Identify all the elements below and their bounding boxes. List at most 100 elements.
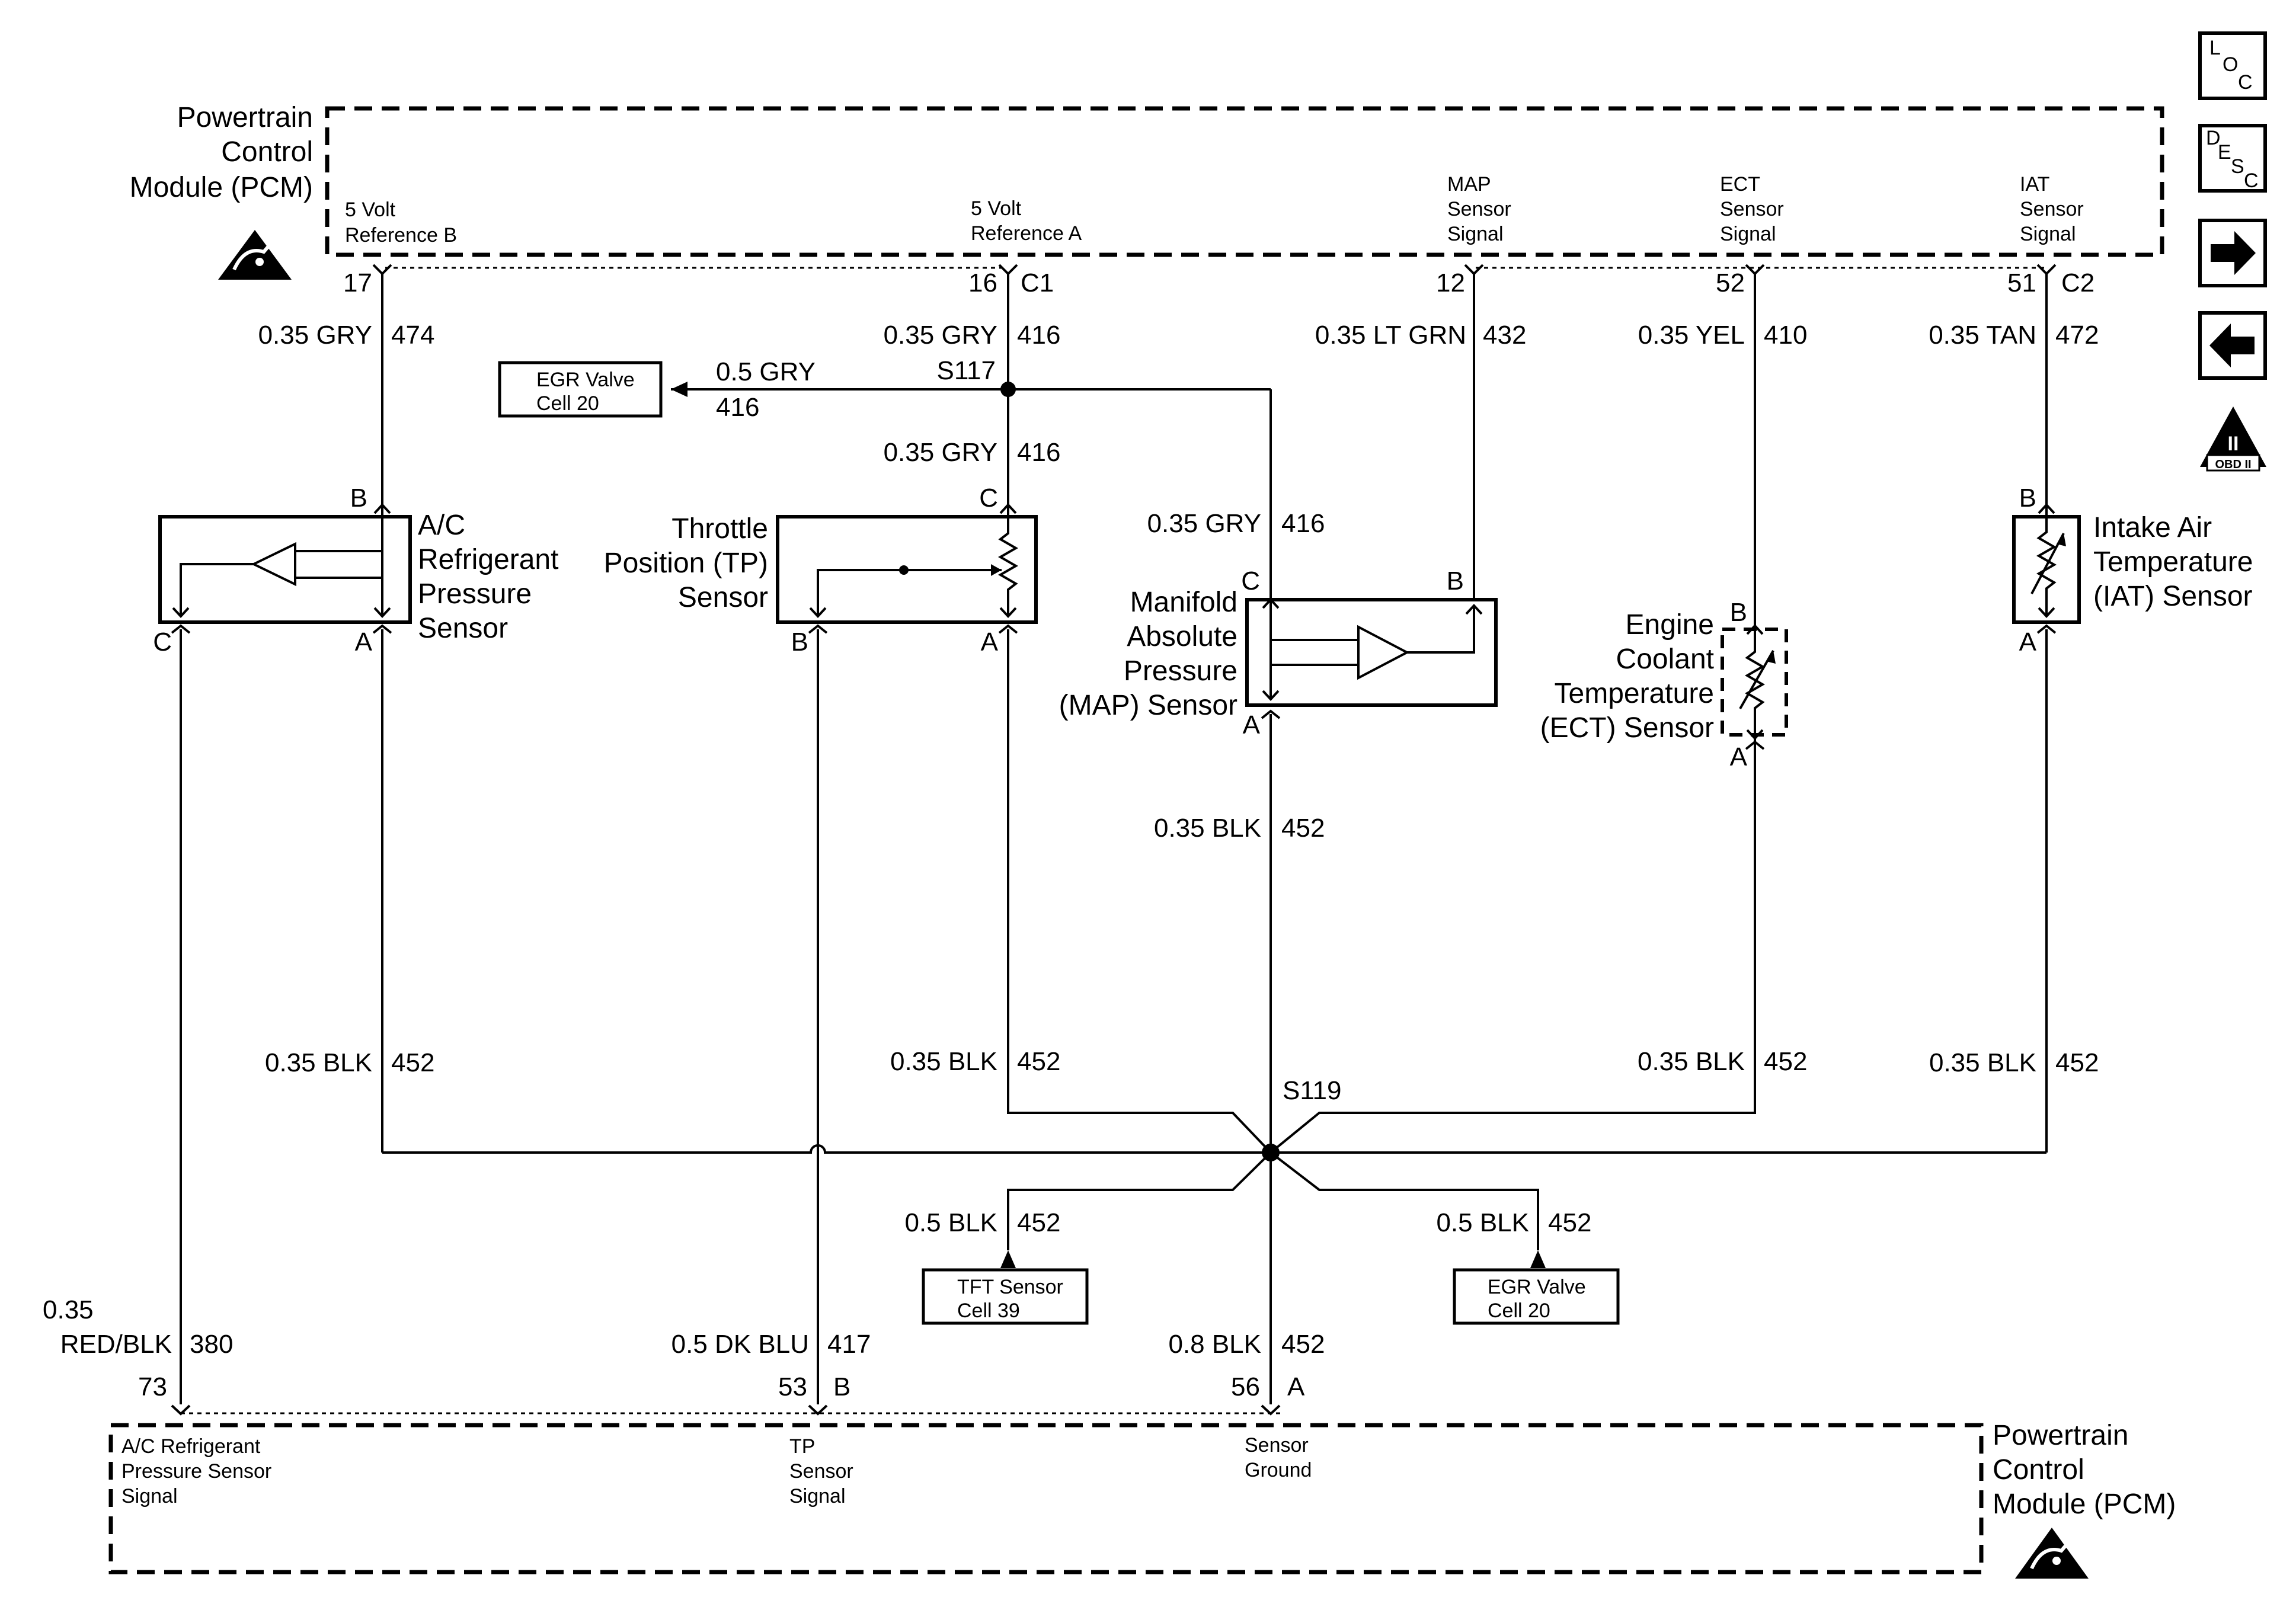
egr-ref-arrow-icon [1530, 1250, 1546, 1268]
pcm-tp-name-line1: TP [789, 1435, 815, 1458]
pcm-bottom-title-line3: Module (PCM) [1993, 1489, 2176, 1520]
ect-sensor-name-line1: Engine [1626, 609, 1714, 641]
egr-ref-bottom-line1: EGR Valve [1488, 1276, 1586, 1298]
wire-egr-feed-gauge: 0.5 GRY [716, 357, 816, 386]
ac-sensor-name-line4: Sensor [418, 613, 508, 644]
pcm-gnd-name-line1: Sensor [1245, 1434, 1309, 1457]
desc-letter-d: D [2206, 127, 2221, 149]
pcm-ref-a-name-line2: Reference A [971, 222, 1082, 245]
wire-ect-ground-circuit: 452 [1764, 1047, 1807, 1076]
wire-tft-ground [1007, 1151, 1272, 1250]
tft-ref-line1: TFT Sensor [957, 1276, 1063, 1298]
wire-egr-ground [1269, 1151, 1539, 1250]
pcm-ac-name-line3: Signal [121, 1485, 178, 1507]
egr-valve-ref-top[interactable]: EGR Valve Cell 20 [498, 361, 663, 418]
desc-letter-e: E [2218, 141, 2231, 164]
iat-sensor [2012, 503, 2081, 624]
pin-56: 56 [1231, 1372, 1260, 1401]
obd-ii-icon [2200, 406, 2266, 467]
egr-ref-bottom-line2: Cell 20 [1488, 1299, 1550, 1322]
obd-ii-button[interactable]: II OBD II [2200, 406, 2266, 472]
terminal-16 [998, 264, 1018, 276]
tft-sensor-ref[interactable]: TFT Sensor Cell 39 [922, 1268, 1089, 1325]
wire-map-signal-gauge: 0.35 LT GRN [1315, 321, 1466, 350]
ac-sensor-name-line1: A/C [418, 510, 465, 541]
pcm-ect-name-line2: Sensor [1720, 198, 1784, 220]
wire-ac-signal-gauge-line2: RED/BLK [60, 1330, 172, 1359]
ect-sensor-pin-a: A [1730, 742, 1748, 772]
terminal-ac-a [372, 624, 392, 634]
wire-ref-a-circuit: 416 [1017, 321, 1060, 350]
loc-letter-l: L [2209, 37, 2221, 59]
pcm-ect-name-line3: Signal [1720, 223, 1776, 245]
esd-warning-icon-bottom [2015, 1528, 2089, 1579]
wire-tft-ground-circuit: 452 [1017, 1208, 1060, 1237]
pcm-ref-b-name-line1: 5 Volt [345, 199, 396, 221]
terminal-52 [1745, 264, 1765, 276]
pcm-map-name-line2: Sensor [1447, 198, 1511, 220]
wire-ect-ground-gauge: 0.35 BLK [1638, 1047, 1745, 1076]
pin-53: 53 [778, 1372, 807, 1401]
right-arrow-icon [2211, 231, 2256, 275]
pcm-iat-name-line2: Sensor [2020, 198, 2084, 220]
tp-sensor-pin-c: C [979, 484, 998, 513]
obd-label: OBD II [2215, 458, 2251, 471]
map-sensor-pin-a: A [1243, 710, 1261, 740]
splice-s119-label: S119 [1283, 1076, 1342, 1105]
terminal-tp-a [998, 624, 1018, 634]
location-button[interactable]: L O C [2198, 31, 2267, 100]
wire-ref-a-map-gauge: 0.35 GRY [1147, 509, 1261, 538]
ect-sensor-name-line4: (ECT) Sensor [1540, 712, 1714, 744]
map-sensor-pin-c: C [1241, 566, 1260, 596]
connector-c1-label: C1 [1021, 268, 1054, 297]
ect-sensor [1721, 624, 1788, 741]
wire-ref-b-circuit: 474 [391, 321, 434, 350]
pin-16: 16 [968, 268, 997, 297]
wire-ect-signal-gauge: 0.35 YEL [1638, 321, 1745, 350]
tp-sensor-name-line1: Throttle [671, 513, 768, 545]
iat-sensor-name-line2: Temperature [2093, 546, 2253, 578]
wire-iat-ground-circuit: 452 [2055, 1048, 2099, 1077]
connector-a-label: A [1287, 1372, 1305, 1401]
iat-sensor-pin-a: A [2019, 628, 2037, 657]
wire-tp-ground-gauge: 0.35 BLK [890, 1047, 997, 1076]
next-page-button[interactable] [2198, 219, 2267, 287]
pcm-top-title-line2: Control [221, 136, 313, 168]
pcm-bottom-title-line2: Control [1993, 1454, 2084, 1486]
pcm-tp-name-line3: Signal [789, 1485, 846, 1507]
pcm-iat-name-line3: Signal [2020, 223, 2076, 245]
ect-sensor-name-line3: Temperature [1555, 678, 1714, 709]
wire-ac-signal-gauge-line1: 0.35 [43, 1295, 94, 1324]
previous-page-button[interactable] [2198, 311, 2267, 380]
terminal-51 [2036, 264, 2057, 276]
map-sensor-name-line3: Pressure [1124, 655, 1237, 687]
splice-s119-dot [1262, 1144, 1280, 1161]
tp-sensor-pin-b: B [791, 628, 808, 657]
left-arrow-icon [2209, 324, 2255, 367]
wire-ref-a-tp-circuit: 416 [1017, 438, 1060, 467]
splice-s117-dot [1000, 382, 1016, 397]
wire-ref-a-tp-gauge: 0.35 GRY [884, 438, 997, 467]
pcm-iat-name-line1: IAT [2020, 173, 2049, 196]
ac-sensor-name-line3: Pressure [418, 578, 532, 610]
description-button[interactable]: D E S C [2198, 124, 2267, 193]
desc-letter-c: C [2244, 169, 2259, 192]
iat-sensor-pin-b: B [2019, 484, 2036, 513]
iat-sensor-name-line1: Intake Air [2093, 512, 2212, 543]
terminal-56 [1261, 1404, 1281, 1416]
egr-ref-top-line2: Cell 20 [536, 392, 599, 415]
connector-b-label: B [833, 1372, 850, 1401]
ac-sensor-pin-a: A [355, 628, 373, 657]
wire-iat-signal-gauge: 0.35 TAN [1929, 321, 2036, 350]
wire-tp-signal-circuit: 417 [827, 1330, 871, 1359]
wire-ref-b-gauge: 0.35 GRY [258, 321, 372, 350]
pcm-tp-name-line2: Sensor [789, 1460, 853, 1483]
terminal-ac-c [171, 624, 191, 634]
connector-c2-label: C2 [2061, 268, 2094, 297]
wire-ect-signal-circuit: 410 [1764, 321, 1807, 350]
terminal-ect-a [1745, 740, 1765, 750]
terminal-73 [171, 1404, 191, 1416]
egr-valve-ref-bottom[interactable]: EGR Valve Cell 20 [1453, 1268, 1620, 1325]
pin-52: 52 [1716, 268, 1745, 297]
pcm-top-enclosure [325, 106, 2164, 257]
